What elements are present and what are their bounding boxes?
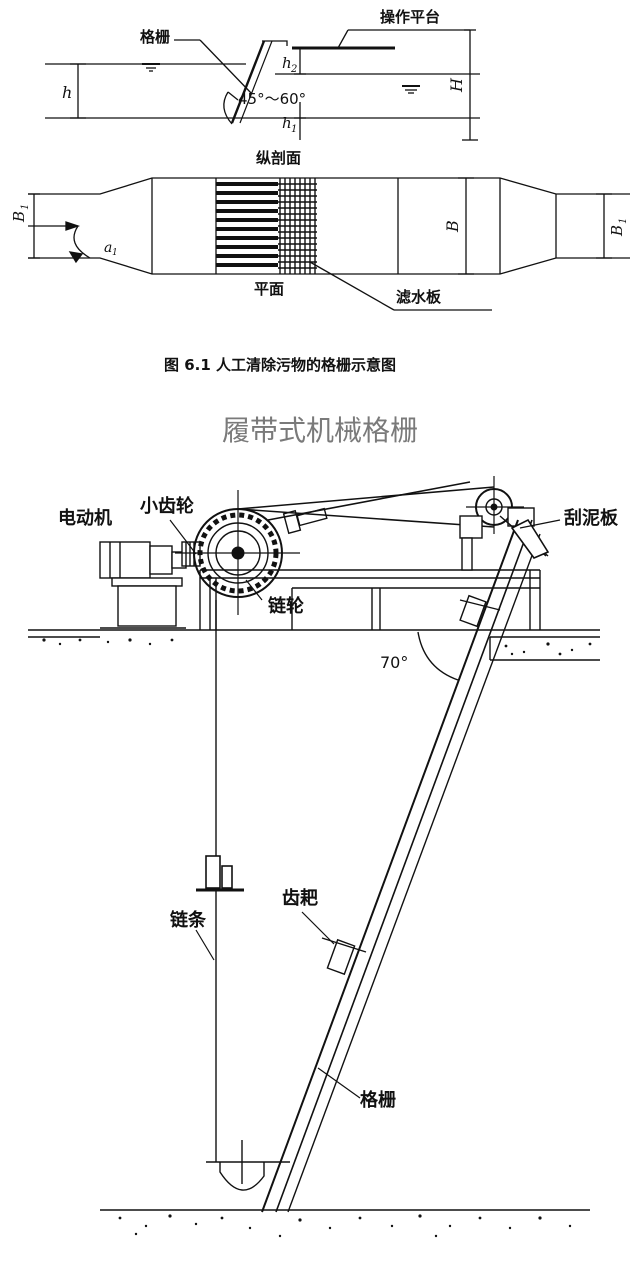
- label-B1-right-sub: 1: [618, 218, 629, 224]
- label-h2-sub: 2: [290, 64, 297, 75]
- label-alpha-sub: 1: [112, 248, 118, 258]
- label-plan: 平面: [254, 280, 284, 298]
- label-rake: 齿耙: [282, 887, 318, 909]
- ground-texture: [42, 638, 592, 656]
- figure1-caption: 图 6.1 人工清除污物的格栅示意图: [164, 356, 396, 374]
- inclined-grille: [261, 519, 541, 1213]
- plan-filter-mesh: [278, 178, 317, 274]
- label-pinion: 小齿轮: [140, 495, 194, 517]
- label-alpha: a: [104, 240, 112, 256]
- figure2-leaders: [169, 519, 561, 1099]
- chain: [206, 600, 290, 1191]
- label-longitudinal-section: 纵剖面: [256, 149, 301, 167]
- label-sprocket: 链轮: [268, 595, 304, 617]
- pinion-gear: [181, 541, 201, 567]
- label-B1-right: B: [608, 225, 626, 237]
- label-chain: 链条: [170, 909, 207, 931]
- label-angle-70: 70°: [380, 653, 408, 672]
- figure1-section: [45, 29, 480, 141]
- label-motor: 电动机: [58, 507, 112, 529]
- label-grille-top: 格栅: [140, 28, 170, 46]
- label-B: B: [443, 220, 462, 233]
- label-platform: 操作平台: [380, 8, 440, 26]
- label-h1: h: [282, 114, 292, 132]
- label-h1-sub: 1: [291, 124, 297, 135]
- label-filter-plate: 滤水板: [396, 288, 442, 306]
- figure2-title: 履带式机械格栅: [222, 414, 418, 447]
- drive-belt: [237, 481, 495, 528]
- rake-upper: [459, 594, 501, 628]
- scraper-plate: [510, 518, 550, 559]
- label-B1-left-sub: 1: [20, 204, 31, 210]
- motor: [99, 541, 187, 629]
- label-h2: h: [282, 54, 292, 72]
- figure1-labels: 格栅 操作平台 h h 2 h 1 H 45°～60° 纵剖面 B 1 a 1 …: [10, 8, 629, 374]
- upper-pulley: [466, 476, 524, 534]
- label-B1-left: B: [10, 211, 28, 223]
- figure2-labels: 电动机 小齿轮 刮泥板 链轮 70° 齿耙 链条 格栅: [58, 495, 619, 1111]
- angle-70-arc: [417, 631, 459, 681]
- label-h: h: [62, 83, 72, 102]
- rake-middle: [321, 937, 367, 976]
- label-H: H: [447, 77, 466, 93]
- plan-grille-bars: [216, 182, 278, 267]
- label-grille: 格栅: [360, 1089, 396, 1111]
- ground-top: [28, 629, 600, 661]
- ground-bottom-texture: [118, 1214, 572, 1238]
- label-scraper: 刮泥板: [564, 507, 619, 529]
- figure1-plan: [28, 177, 630, 311]
- label-angle-range: 45°～60°: [238, 90, 306, 108]
- chain-block: [196, 855, 244, 892]
